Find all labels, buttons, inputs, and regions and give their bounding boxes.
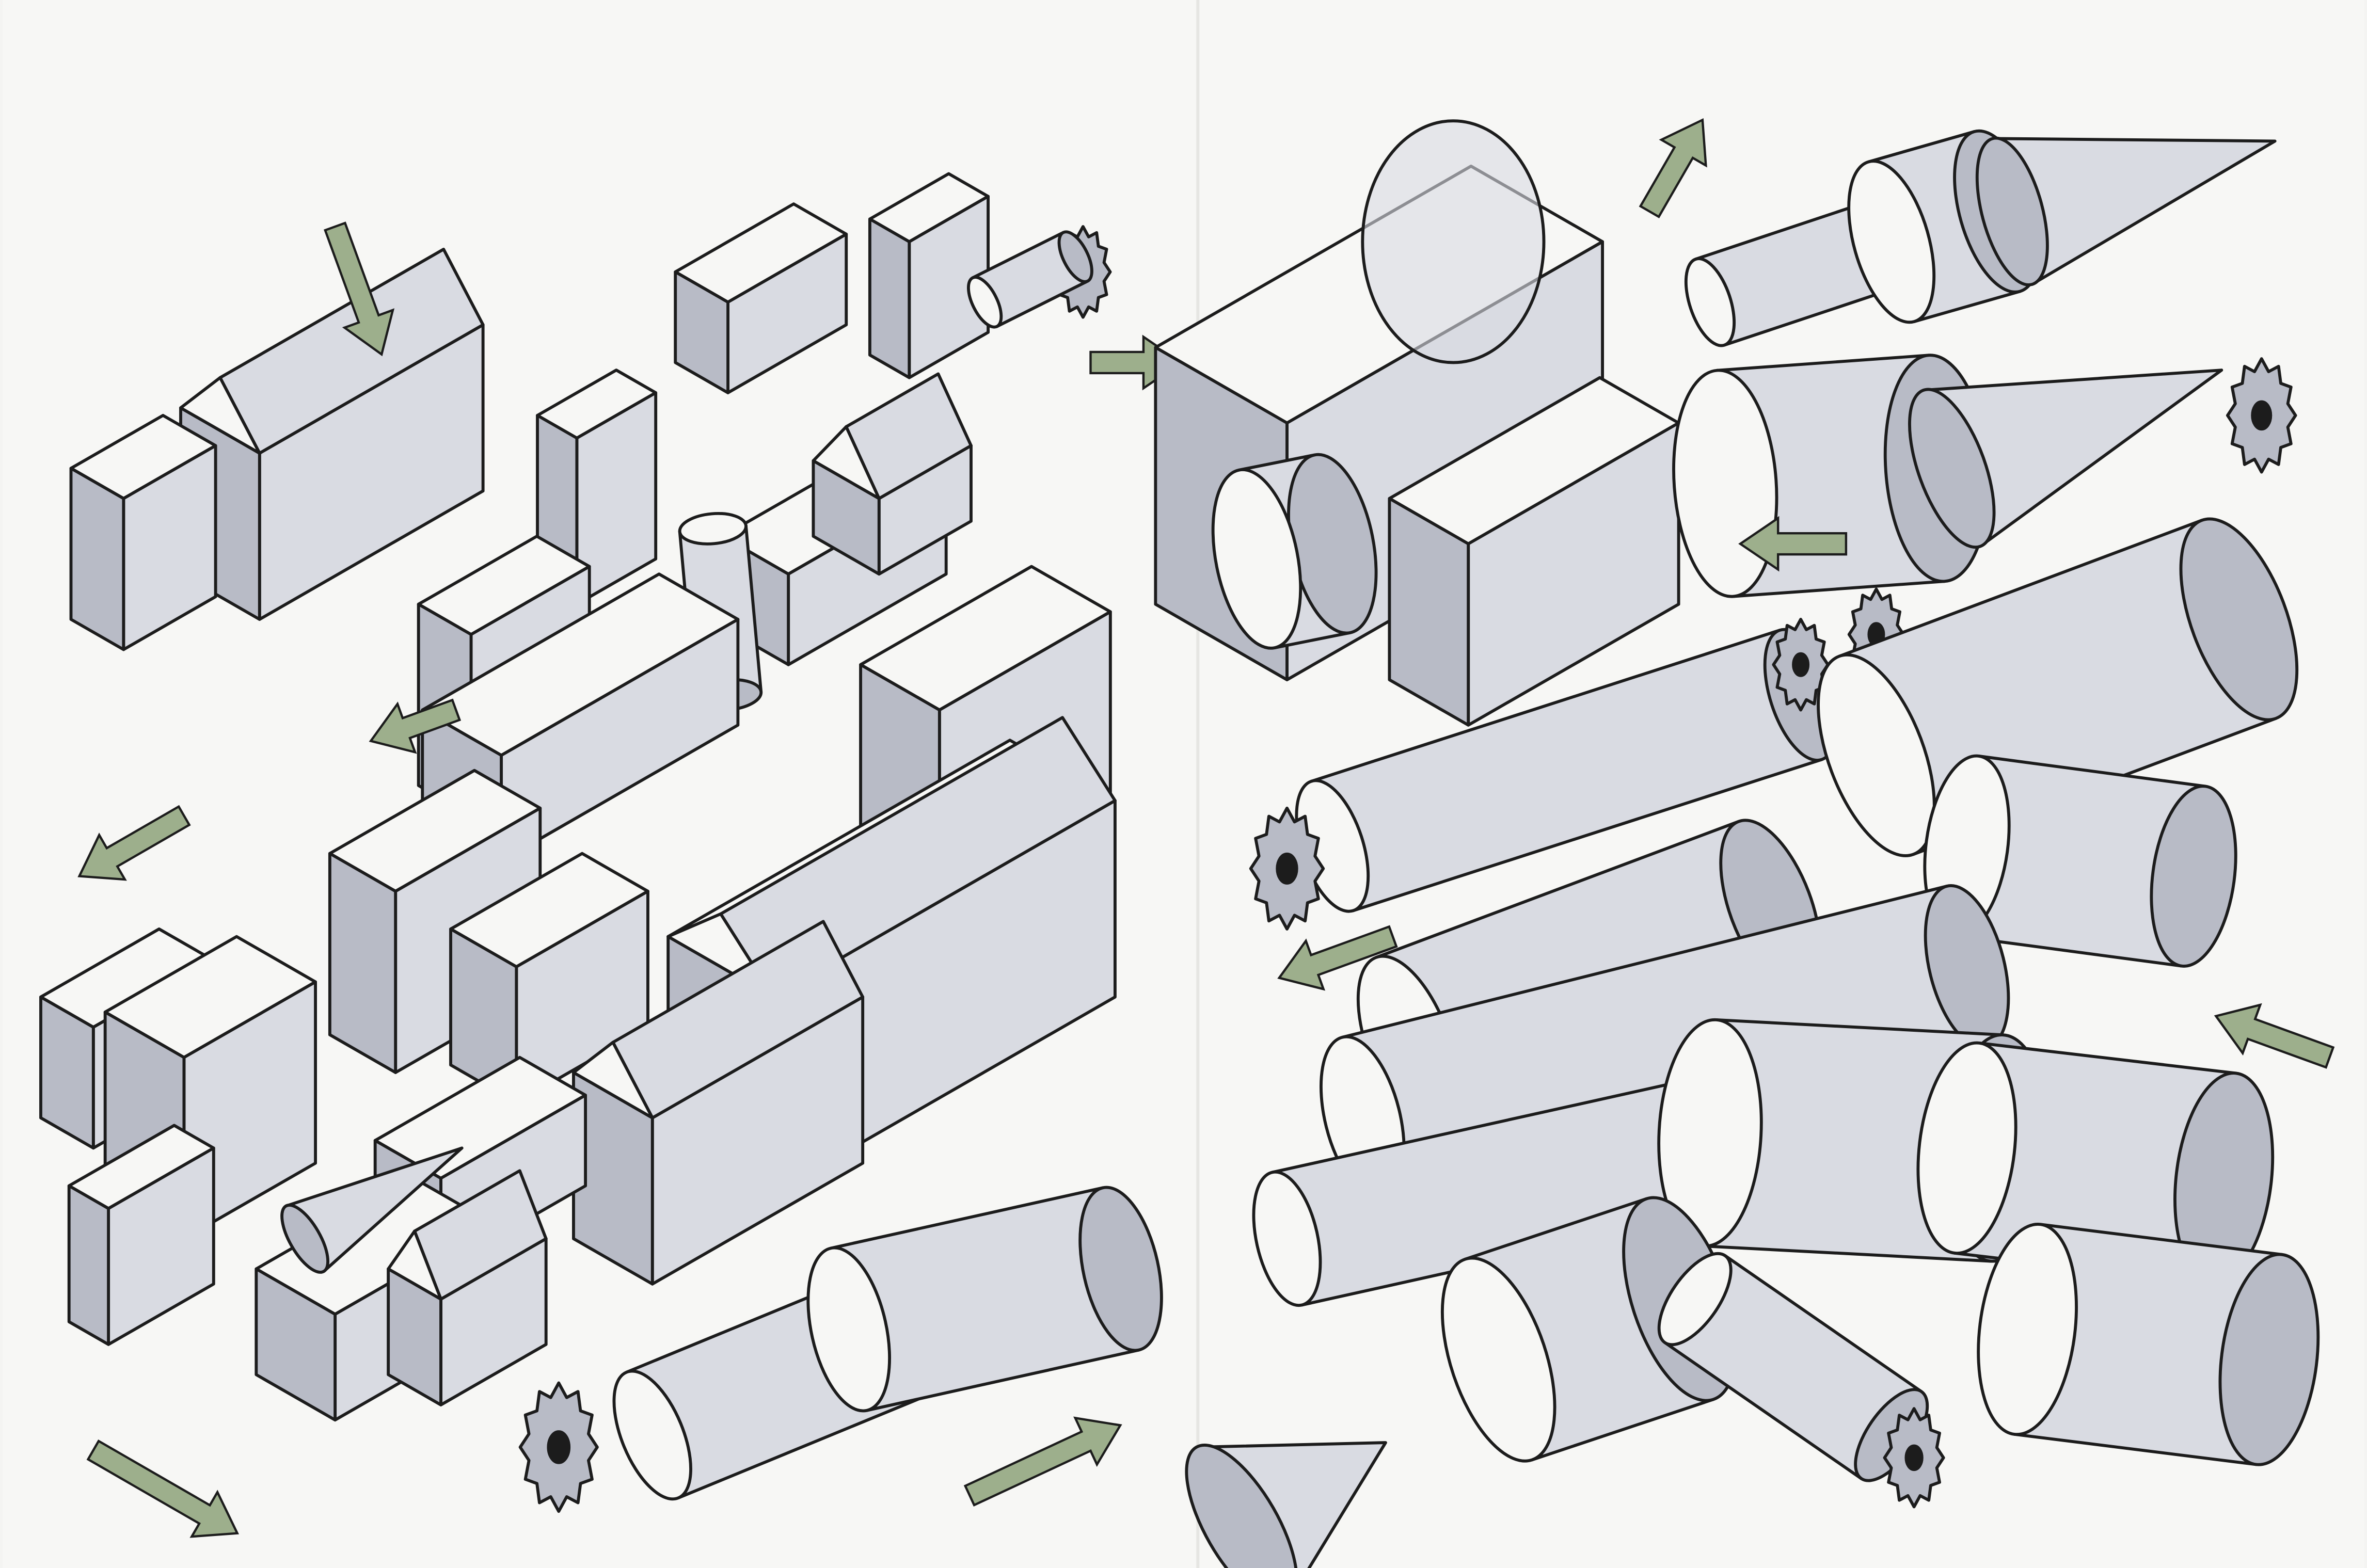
arrow-shape [1738, 516, 1848, 572]
gear-hole [2251, 400, 2273, 431]
cylinder-cap [1252, 1170, 1322, 1307]
gear [1772, 618, 1830, 712]
wedge-cone [1185, 1441, 1387, 1568]
arrow-shape [86, 1439, 240, 1538]
cylinder-end [2179, 517, 2299, 722]
nose-cone [1908, 369, 2223, 549]
green-arrow-left [77, 805, 191, 881]
green-arrow-down [324, 221, 395, 357]
cone-base [280, 1204, 330, 1274]
arrow-shape [369, 698, 462, 754]
diamond-cone [1975, 136, 2277, 286]
cylinder-cap [1817, 653, 1936, 857]
cone-base [1185, 1444, 1298, 1568]
green-arrow-up [1639, 118, 1707, 218]
cylinder-cap [678, 512, 748, 546]
box-left-face [674, 270, 730, 394]
egg-shape [1361, 119, 1546, 364]
gear-hole [1276, 852, 1298, 885]
arrow-shape [324, 221, 395, 357]
house [572, 920, 865, 1286]
gear-hole [1904, 1444, 1924, 1471]
building-block [674, 202, 848, 394]
box-left-face [449, 927, 518, 1105]
cylinder-cap [612, 1369, 692, 1501]
flanged-drum [1440, 1196, 1738, 1463]
roof-gable [572, 1041, 654, 1119]
box-left-face [1388, 497, 1470, 727]
cylinder-cap [967, 276, 1003, 329]
gear [1883, 1407, 1945, 1509]
large-tube [806, 1186, 1163, 1413]
roof-gable [812, 425, 881, 500]
roof-gable [387, 1229, 442, 1301]
cylinder-cap [1977, 1223, 2078, 1436]
small-house [812, 372, 973, 576]
building-block [536, 369, 658, 606]
cylinder-end [1078, 1186, 1163, 1352]
arrow-shape [2214, 1003, 2335, 1069]
green-arrow-left [1738, 516, 1848, 572]
box-left-face [67, 1184, 110, 1346]
slotted-cage [1388, 376, 1680, 727]
bulb [1916, 1041, 2275, 1285]
axle-cylinder [967, 230, 1093, 329]
gear-hole [1792, 652, 1810, 677]
cylinder-cap [1440, 1256, 1556, 1463]
green-arrow-left [1277, 925, 1398, 991]
bulb [1977, 1223, 2320, 1466]
cylinder-cap [1847, 159, 1936, 324]
vase-shape [1817, 517, 2299, 857]
arrow-shape [77, 805, 191, 881]
cylinder-cap [1684, 257, 1736, 347]
front-drum [1211, 453, 1378, 650]
cylinder-end [1057, 230, 1093, 283]
box-left-face [868, 217, 911, 379]
box-left-face [255, 1267, 337, 1422]
domed-building [387, 1169, 548, 1406]
spike-cone [280, 1146, 464, 1274]
block [67, 1124, 215, 1346]
cylinder-end [2150, 785, 2237, 968]
green-arrow-left-right [963, 1416, 1122, 1507]
gear [518, 1381, 599, 1513]
arrow-shape [1277, 925, 1398, 991]
cylinder-cap [1916, 1041, 2017, 1255]
cylinder-cap [1657, 1252, 1733, 1347]
green-arrow-left [369, 698, 462, 754]
green-arrow-down-right [86, 1439, 240, 1538]
cylinder-end [2218, 1253, 2320, 1466]
tower-block [69, 413, 217, 651]
arrow-shape [963, 1416, 1122, 1507]
arrow-shape [1639, 118, 1707, 218]
box-left-face [39, 995, 95, 1150]
gear [1249, 806, 1325, 931]
cylinder-cap [1211, 468, 1302, 650]
gear [2226, 357, 2297, 474]
cone-base [1908, 388, 1996, 549]
box-left-face [328, 852, 398, 1074]
green-arrow-left-incoming [2214, 1003, 2335, 1069]
gear-hole [547, 1430, 571, 1464]
box-left-face [69, 467, 125, 651]
cylinder-cap [806, 1246, 892, 1413]
cone-base [1975, 136, 2049, 286]
church-building [179, 247, 485, 621]
tower-block [868, 172, 990, 379]
roof-gable [179, 376, 261, 455]
